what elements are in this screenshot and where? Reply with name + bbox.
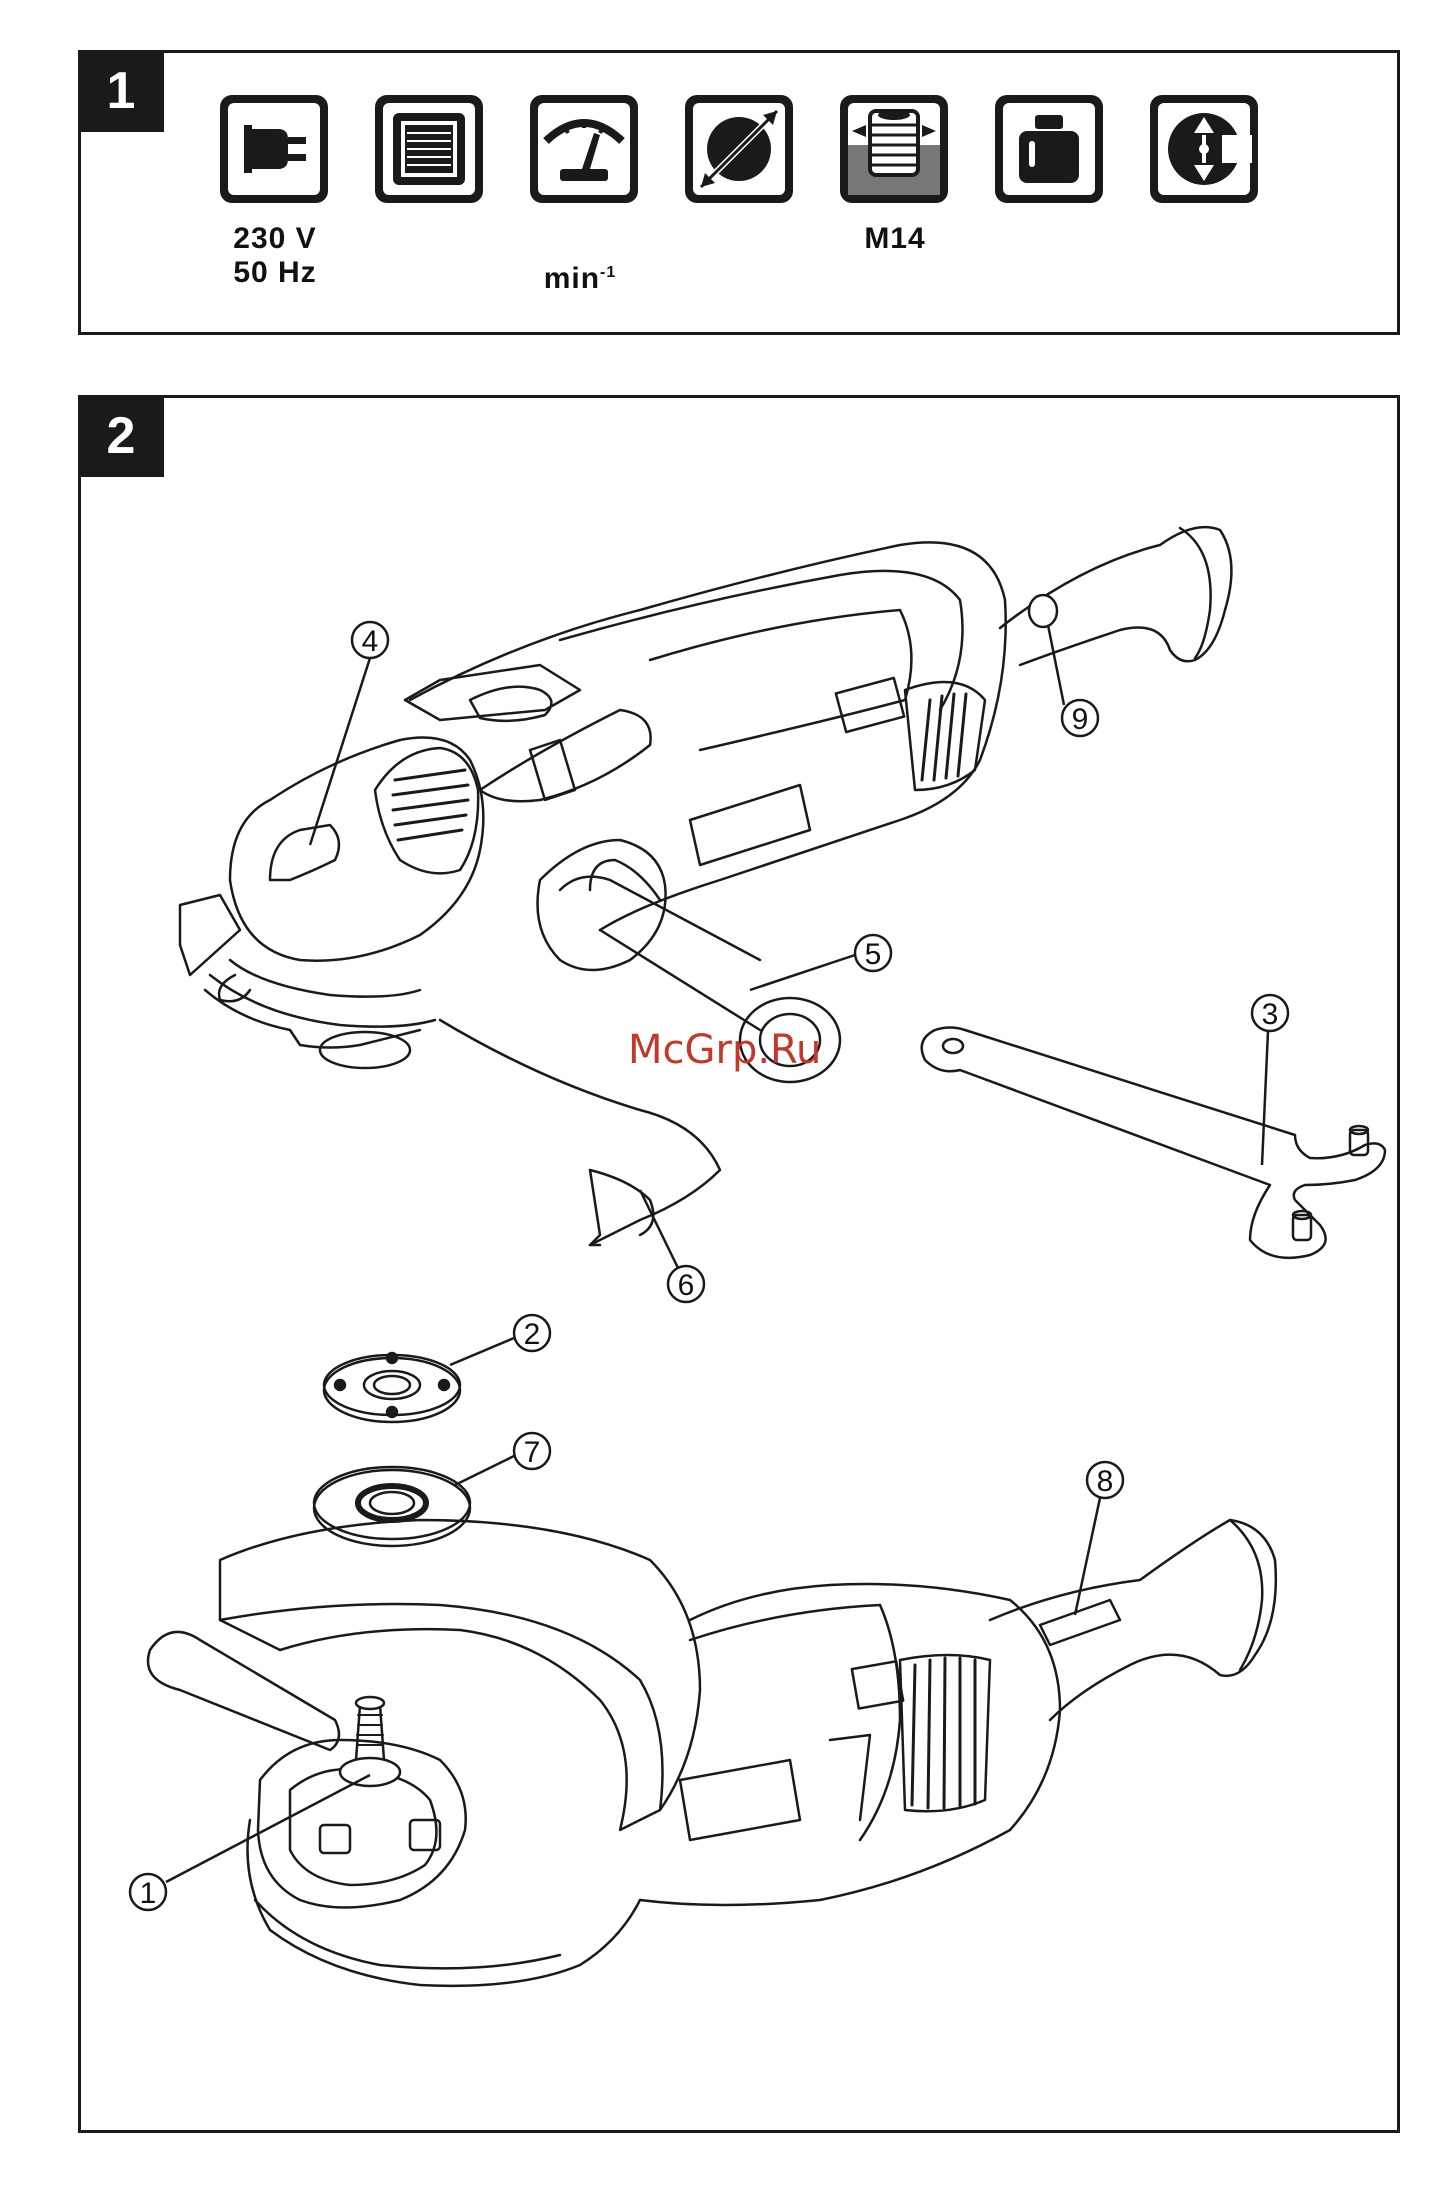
callout-label-8: 8: [1097, 1465, 1114, 1498]
callout-label-2: 2: [524, 1318, 541, 1351]
spindle-thread-icon: [840, 95, 948, 203]
callout-label-9: 9: [1072, 703, 1089, 736]
angle-grinder-top-view: [180, 527, 1231, 1245]
speed-gauge-icon: [530, 95, 638, 203]
weight-icon: [995, 95, 1103, 203]
callout-1: [130, 1775, 370, 1910]
angle-grinder-side-view: [148, 1520, 1276, 1986]
callout-label-7: 7: [524, 1436, 541, 1469]
spanner-wrench: [922, 1028, 1385, 1258]
support-flange: [314, 1467, 470, 1546]
watermark: McGrp.Ru: [628, 1027, 821, 1073]
disc-diameter-icon: [685, 95, 793, 203]
callout-label-6: 6: [678, 1269, 695, 1302]
protection-class-icon: [1150, 95, 1258, 203]
power-plug-icon: [220, 95, 328, 203]
motor-winding-icon: [375, 95, 483, 203]
callout-label-4: 4: [362, 625, 379, 658]
callout-label-5: 5: [865, 938, 882, 971]
callout-label-3: 3: [1262, 998, 1279, 1031]
callout-6: [640, 1190, 704, 1302]
callout-label-1: 1: [140, 1877, 157, 1910]
clamping-nut: [324, 1353, 460, 1422]
